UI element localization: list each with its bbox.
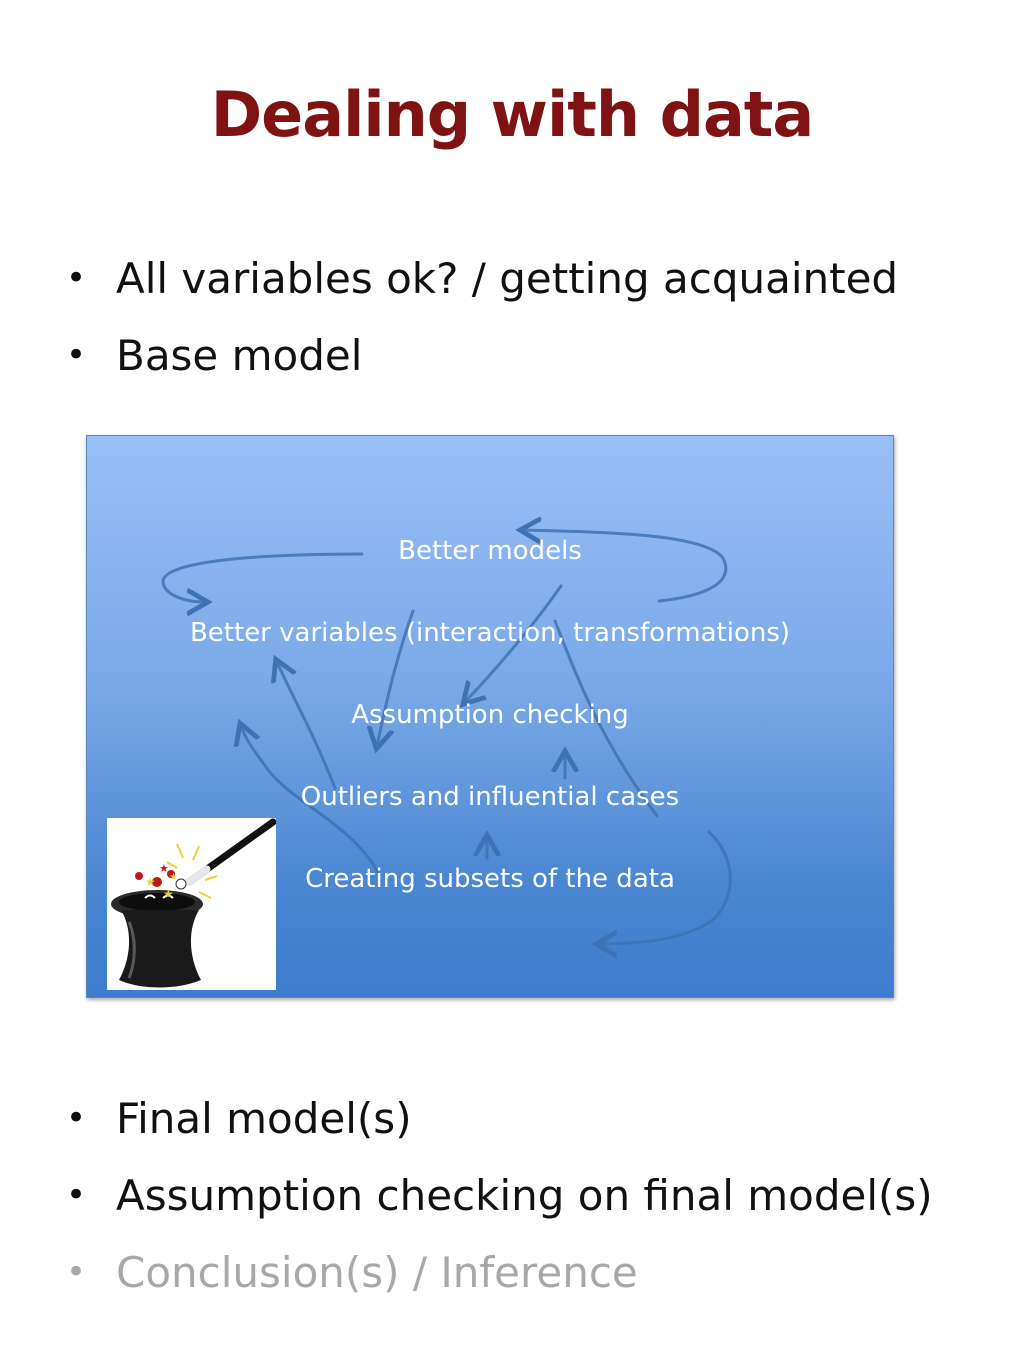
workflow-diagram: Better models Better variables (interact… xyxy=(86,435,894,998)
bullet-dot-icon: • xyxy=(66,1098,87,1138)
bullet-dot-icon: • xyxy=(66,335,87,375)
svg-text:★: ★ xyxy=(169,872,178,883)
step-outliers: Outliers and influential cases xyxy=(300,782,680,812)
bullet-text: All variables ok? / getting acquainted xyxy=(116,254,899,303)
svg-text:★: ★ xyxy=(145,875,156,889)
top-bullet-list: •All variables ok? / getting acquainted … xyxy=(0,240,1024,394)
bullet-dot-icon: • xyxy=(66,1175,87,1215)
bullet-item: • All variables ok? / getting acquainted xyxy=(0,240,1024,317)
arrow-loop-right-top xyxy=(523,530,728,603)
magic-hat-with-wand-icon: ★ ★ ★ ★ xyxy=(107,818,277,990)
bullet-text: Final model(s) xyxy=(116,1094,412,1143)
bottom-bullet-list: • Final model(s) • Assumption checking on … xyxy=(0,1080,1024,1311)
bullet-text: Assumption checking on final model(s) xyxy=(116,1171,933,1220)
arrow-outliers-to-variables xyxy=(277,662,337,790)
step-assumption-checking: Assumption checking xyxy=(351,700,629,730)
step-better-models: Better models xyxy=(398,536,582,566)
arrow-variables-to-outliers xyxy=(553,619,659,818)
svg-text:★: ★ xyxy=(163,887,174,901)
step-better-variables: Better variables (interaction, transform… xyxy=(189,618,791,648)
bullet-item-muted: • Conclusion(s) / Inference xyxy=(0,1234,1024,1311)
bullet-text: Base model xyxy=(116,331,363,380)
slide-title: Dealing with data xyxy=(210,78,815,151)
step-creating-subsets: Creating subsets of the data xyxy=(305,864,675,894)
cycle-arrows xyxy=(161,436,732,997)
arrow-models-to-assumptions-a xyxy=(377,609,415,746)
bullet-dot-icon: • xyxy=(66,1252,87,1292)
bullet-dot-icon: • xyxy=(66,258,87,298)
bullet-item: • Base model xyxy=(0,317,1024,394)
bullet-text: Conclusion(s) / Inference xyxy=(116,1248,638,1297)
arrow-models-to-assumptions-b xyxy=(465,584,563,702)
bullet-item: • Final model(s) xyxy=(0,1080,1024,1157)
bullet-item: • Assumption checking on final model(s) xyxy=(0,1157,1024,1234)
arrow-better-models-to-variables xyxy=(161,552,364,602)
svg-text:★: ★ xyxy=(159,862,169,875)
arrow-subsets-to-assumptions-left xyxy=(241,726,379,873)
arrow-right-down-loop xyxy=(599,830,732,944)
